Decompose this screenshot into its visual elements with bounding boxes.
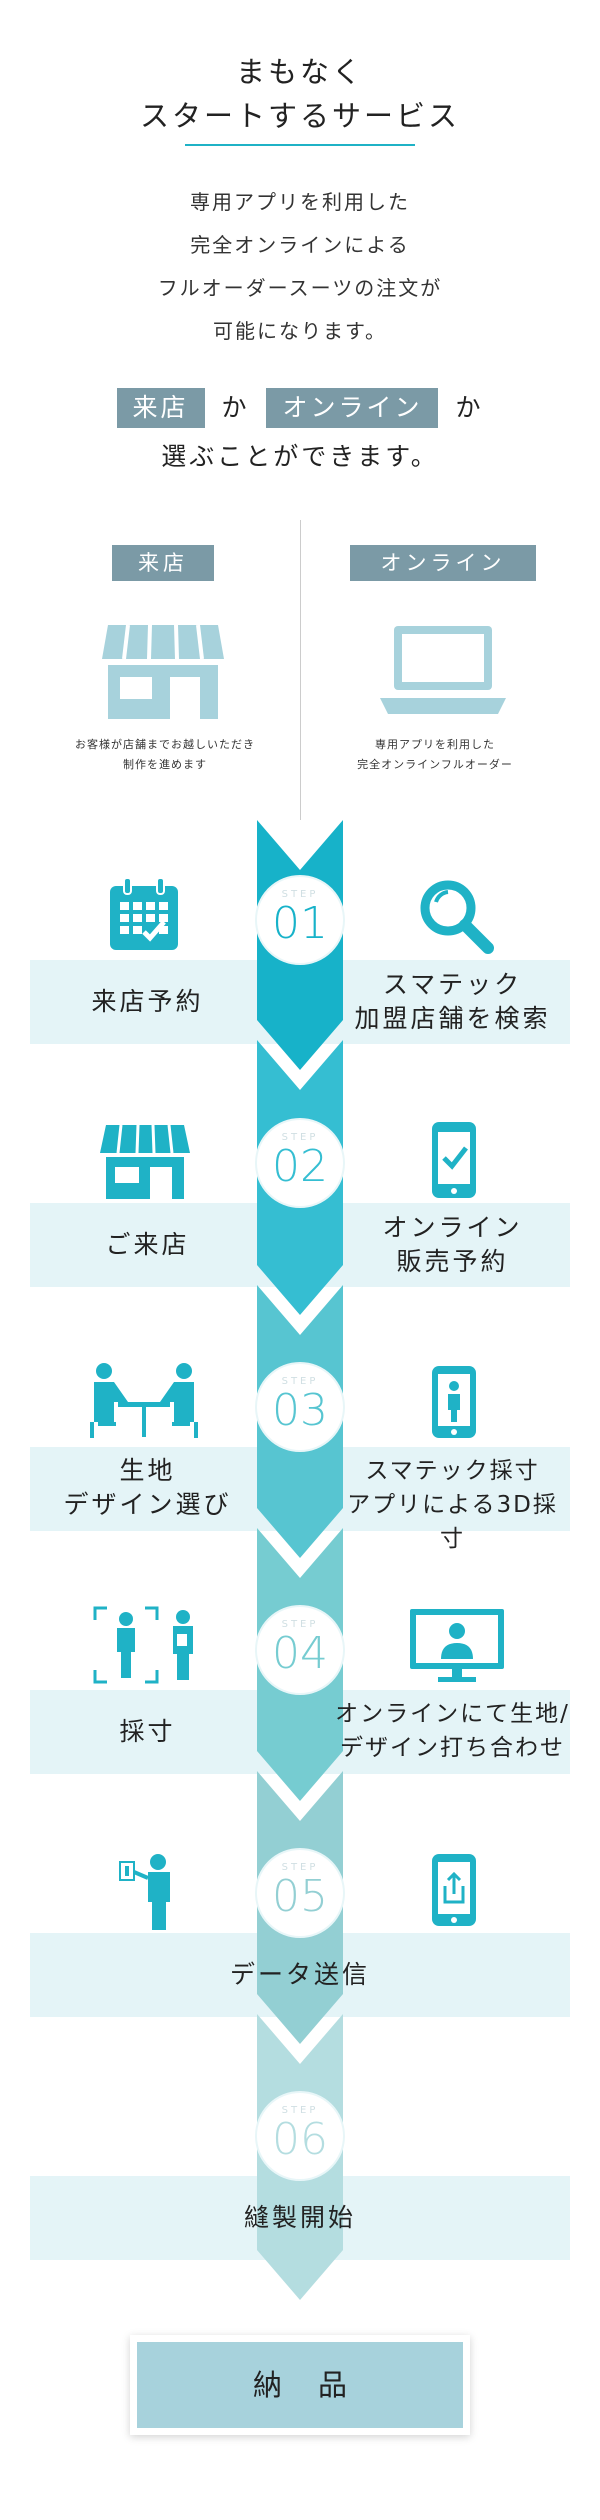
step6-word: STEP: [281, 2105, 319, 2116]
choice-ka1: か: [221, 393, 250, 422]
smartphone-check-icon: [430, 1120, 478, 1204]
step5-center-label: データ送信: [229, 1960, 370, 1989]
step3-left-line2: デザイン選び: [63, 1490, 232, 1519]
choice-line2: 選ぶことができます。: [161, 442, 439, 471]
magnifier-icon: [418, 878, 494, 958]
step3-word: STEP: [281, 1376, 319, 1387]
step5-badge: STEP 05: [255, 1848, 345, 1938]
step4-right-line2: デザイン打ち合わせ: [340, 1735, 565, 1761]
page-title-line2: スタートするサービス: [139, 99, 460, 133]
step3-right-line1: スマテック採寸: [365, 1458, 540, 1484]
step3-number: 03: [272, 1385, 328, 1436]
step-arrow: [257, 820, 343, 2300]
laptop-icon: [378, 622, 508, 724]
chip-online: オンライン: [266, 388, 439, 428]
store-icon: [100, 615, 226, 725]
step4-left-label: 採寸: [119, 1717, 176, 1746]
step2-badge: STEP 02: [255, 1118, 345, 1208]
presenter-icon: [118, 1852, 178, 1936]
intro-line1: 専用アプリを利用した: [190, 190, 410, 214]
column-store-desc2: 制作を進めます: [123, 758, 207, 771]
step3-left-line1: 生地: [119, 1456, 176, 1485]
step3-right-line2: アプリによる3D採寸: [347, 1492, 558, 1552]
column-online-label: オンライン: [350, 545, 536, 581]
step2-left-label: ご来店: [105, 1230, 190, 1259]
step5-number: 05: [272, 1871, 328, 1922]
intro-line2: 完全オンラインによる: [190, 233, 410, 257]
choice-line1: 来店 か オンライン か: [0, 388, 600, 428]
step1-right-line1: スマテック: [382, 970, 523, 999]
step6-number: 06: [272, 2114, 328, 2165]
column-store-desc1: お客様が店舗までお越しいただき: [75, 738, 255, 751]
column-online-desc1: 専用アプリを利用した: [375, 738, 495, 751]
step2-right-line1: オンライン: [382, 1213, 523, 1242]
column-divider: [300, 520, 301, 820]
delivery-label: 納品: [137, 2342, 463, 2428]
step1-number: 01: [272, 898, 328, 949]
column-online-desc2: 完全オンラインフルオーダー: [357, 758, 513, 771]
step1-right-line2: 加盟店舗を検索: [354, 1004, 551, 1033]
step2-word: STEP: [281, 1132, 319, 1143]
step4-number: 04: [272, 1628, 328, 1679]
step5-word: STEP: [281, 1862, 319, 1873]
step3-badge: STEP 03: [255, 1362, 345, 1452]
smartphone-person-icon: [430, 1364, 478, 1444]
step4-badge: STEP 04: [255, 1605, 345, 1695]
step2-number: 02: [272, 1141, 328, 1192]
step1-left-label: 来店予約: [91, 987, 204, 1016]
step6-badge: STEP 06: [255, 2091, 345, 2181]
video-call-icon: [408, 1607, 506, 1689]
chip-store: 来店: [116, 388, 205, 428]
step4-word: STEP: [281, 1619, 319, 1630]
step4-right-line1: オンラインにて生地/: [335, 1701, 570, 1727]
intro-line3: フルオーダースーツの注文が: [157, 276, 443, 300]
calendar-icon: [108, 877, 180, 956]
title-underline: [185, 144, 415, 146]
choice-ka2: か: [455, 393, 484, 422]
store-icon: [100, 1124, 190, 1203]
column-store-label: 来店: [112, 545, 214, 581]
page-title-line1: まもなく: [235, 55, 364, 89]
measurement-icon: [93, 1606, 203, 1688]
step6-center-label: 縫製開始: [243, 2203, 356, 2232]
step1-word: STEP: [281, 889, 319, 900]
intro-line4: 可能になります。: [213, 319, 387, 343]
consultation-table-icon: [88, 1362, 200, 1442]
smartphone-upload-icon: [430, 1852, 478, 1932]
step1-badge: STEP 01: [255, 875, 345, 965]
step2-right-line2: 販売予約: [396, 1247, 509, 1276]
delivery-box: 納品: [130, 2335, 470, 2435]
